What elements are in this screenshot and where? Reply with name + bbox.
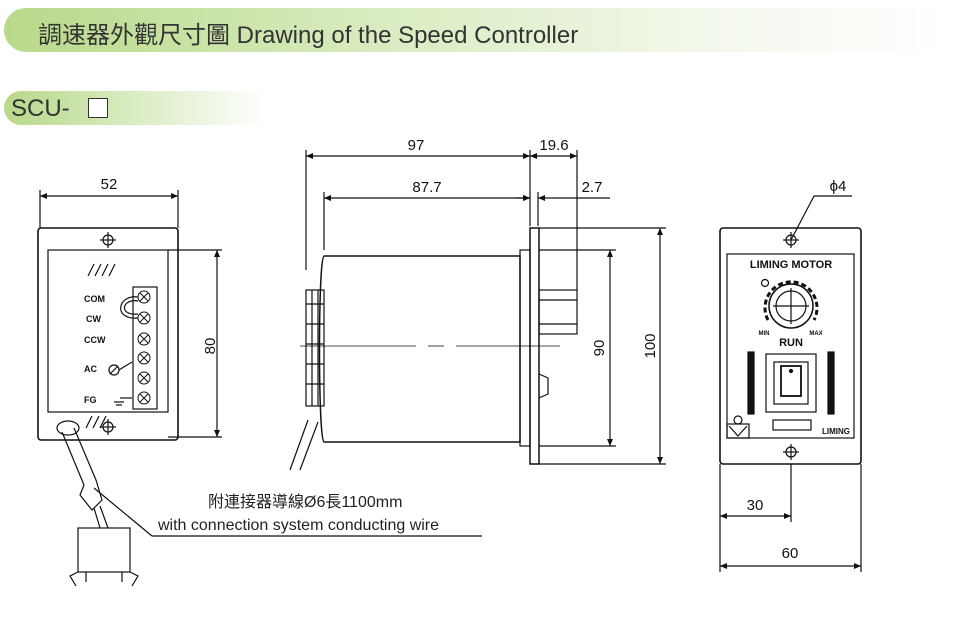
front-width-dim: 52 [101, 176, 118, 193]
total-length-dim: 97 [408, 137, 425, 154]
terminal-ac-label: AC [84, 364, 97, 374]
cable-note-line1: 附連接器導線Ø6長1100mm [208, 492, 402, 511]
min-label: MIN [759, 331, 770, 337]
model-banner [4, 91, 266, 125]
terminal-fg-label: FG [84, 395, 97, 405]
shaft-length-dim: 19.6 [539, 137, 568, 154]
run-label: RUN [779, 337, 803, 349]
outer-height-dim: 100 [642, 333, 659, 358]
model-blank-box [88, 98, 108, 118]
hole-diameter-dim: ϕ4 [830, 178, 847, 195]
cable-note-line2: with connection system conducting wire [157, 517, 439, 534]
brand-label: LIMING MOTOR [750, 259, 832, 271]
terminal-cw-label: CW [86, 314, 101, 324]
terminal-com-label: COM [84, 294, 105, 304]
panel-view [719, 195, 862, 572]
inner-height-dim: 90 [591, 340, 608, 357]
terminal-ccw-label: CCW [84, 335, 106, 345]
logo-text: LIMING [822, 427, 850, 436]
body-length-dim: 87.7 [412, 179, 441, 196]
panel-half-width-dim: 30 [747, 497, 764, 514]
front-view [37, 190, 482, 587]
panel-width-dim: 60 [782, 545, 799, 562]
flange-thickness-dim: 2.7 [582, 179, 603, 196]
max-label: MAX [809, 331, 822, 337]
title-banner [4, 8, 949, 52]
model-label: SCU- [11, 95, 70, 122]
page-title: 調速器外觀尺寸圖 Drawing of the Speed Controller [38, 22, 579, 49]
side-view [289, 150, 666, 471]
front-height-dim: 80 [202, 338, 219, 355]
